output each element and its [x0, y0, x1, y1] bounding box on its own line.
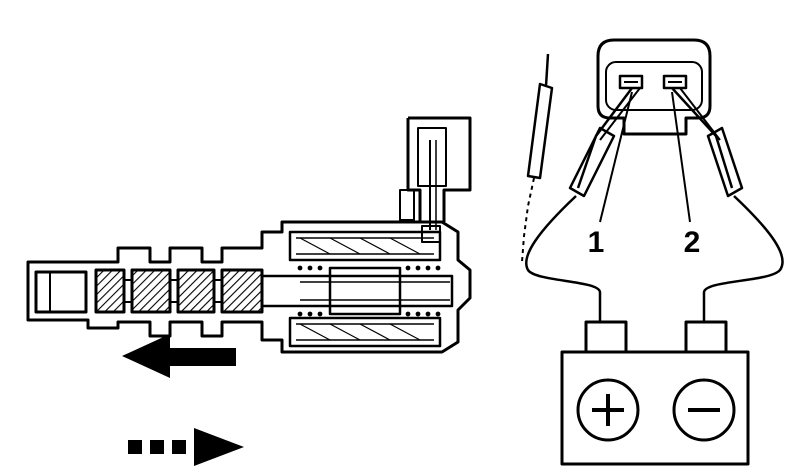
arrow-solid-left	[122, 334, 236, 378]
pin-socket-2	[662, 74, 688, 90]
spool-land-2	[130, 268, 172, 314]
connector-test	[521, 38, 784, 466]
oil-control-valve	[26, 116, 472, 354]
terminal-label-2: 2	[684, 226, 701, 259]
valve-sleeve	[26, 220, 472, 354]
probe-body-2	[706, 126, 744, 198]
coil-lower	[288, 316, 442, 348]
connector-housing	[596, 38, 712, 136]
battery-positive-circle	[576, 378, 640, 442]
wire-negative	[702, 195, 784, 322]
valve-nose	[34, 270, 88, 314]
plus-sign-icon	[592, 394, 624, 426]
battery-terminal-negative	[684, 320, 728, 354]
battery-terminal-positive	[584, 320, 628, 354]
battery-body	[560, 350, 750, 466]
battery-negative-circle	[672, 378, 736, 442]
bearing-dots	[297, 265, 441, 317]
arrow-solid-left-shape	[122, 334, 236, 378]
probe-body-1	[568, 126, 616, 198]
probe-lead-1	[576, 87, 633, 189]
spool-land-4	[220, 268, 264, 314]
terminal-label-1: 1	[588, 226, 605, 259]
wire-positive	[525, 195, 602, 322]
spool-land-1	[94, 268, 126, 314]
arrow-dashed-right	[128, 428, 244, 466]
loose-probe	[526, 82, 554, 180]
spool-land-3	[176, 268, 216, 314]
plunger-rod	[260, 274, 454, 308]
coil-upper	[288, 230, 442, 262]
